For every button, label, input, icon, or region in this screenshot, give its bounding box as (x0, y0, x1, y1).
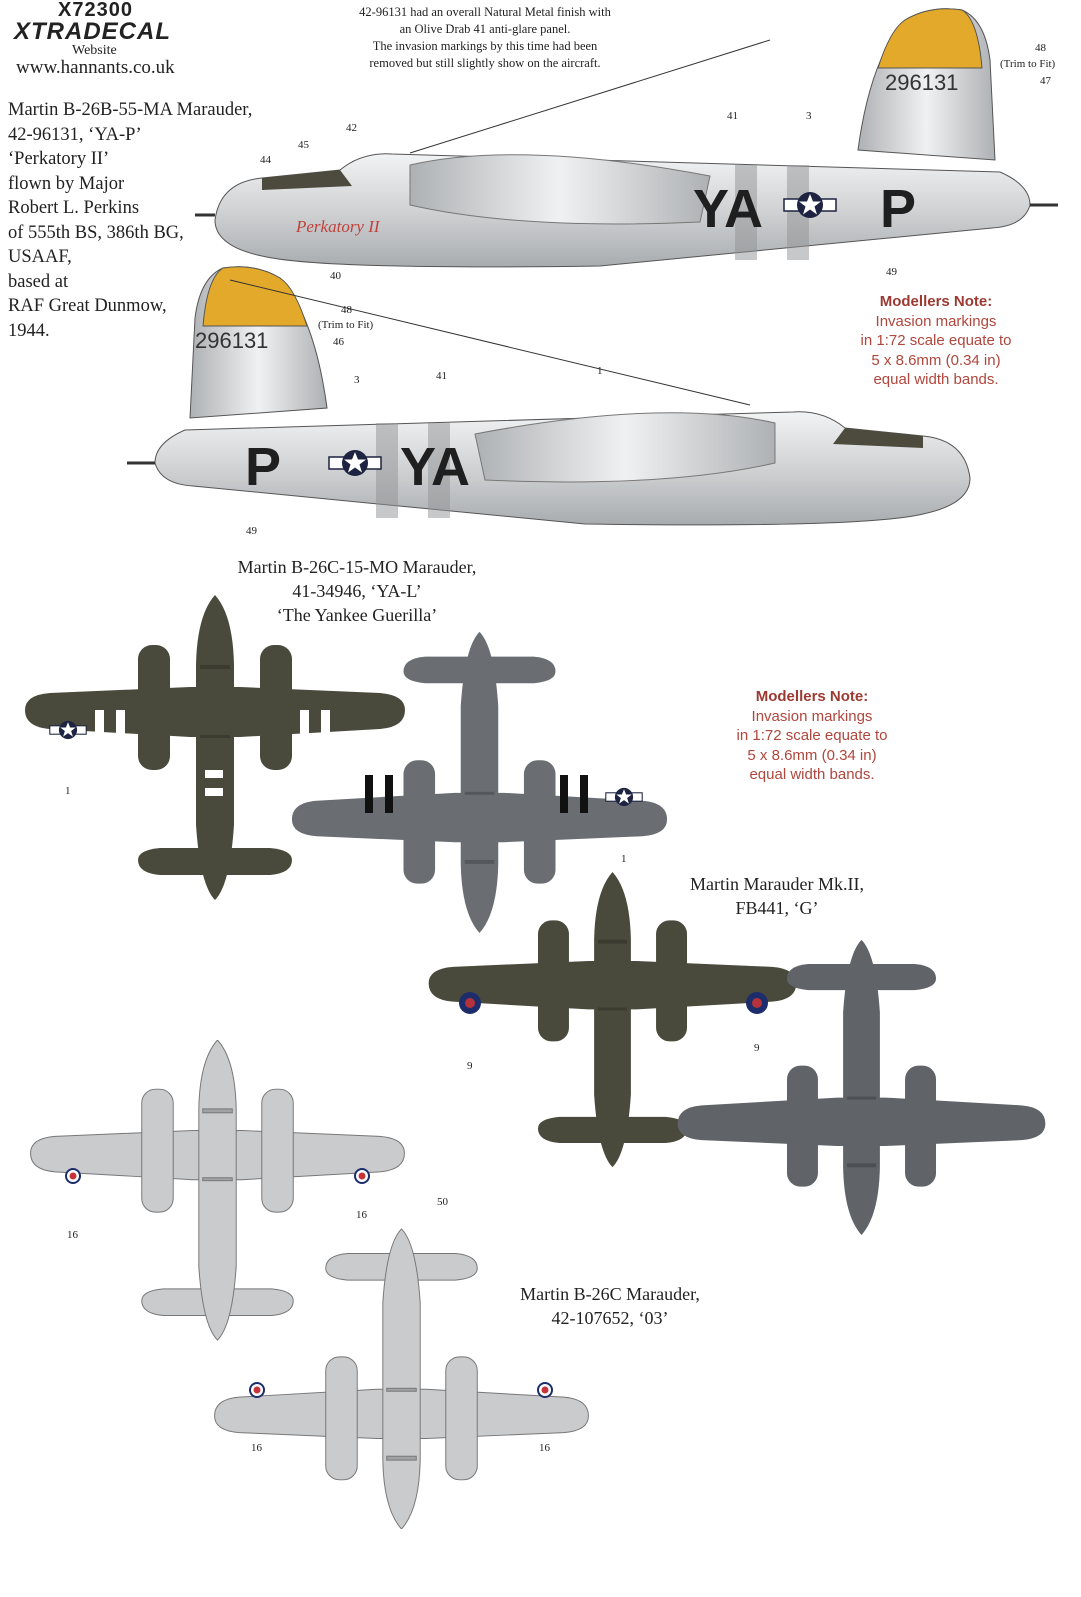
caption-line: Robert L. Perkins (8, 198, 140, 218)
callout: 9 (754, 1042, 760, 1054)
callout: 41 (727, 110, 738, 122)
caption-line: RAF Great Dunmow, (8, 296, 167, 316)
note-line: in 1:72 scale equate to (860, 332, 1012, 349)
fuselage-code-left: YA (693, 179, 763, 239)
callout: 46 (333, 336, 344, 348)
plan-yankee-guerilla-underside (291, 631, 668, 934)
note-line: Invasion markings (751, 707, 873, 725)
callout: 16 (539, 1442, 550, 1454)
plan-yankee-guerilla-top (25, 595, 405, 900)
note-line: in 1:72 scale equate to (736, 727, 888, 744)
callout: 1 (65, 785, 71, 797)
callout: 44 (260, 154, 271, 166)
side-view-bottom: P YA 296131 (127, 266, 971, 526)
caption-line: ‘The Yankee Guerilla’ (276, 605, 438, 625)
aircraft2-caption: Martin B-26C-15-MO Marauder, 41-34946, ‘… (207, 555, 507, 627)
note-line: 5 x 8.6mm (0.34 in) (747, 746, 877, 764)
aircraft1-caption: Martin B-26B-55-MA Marauder, 42-96131, ‘… (8, 98, 252, 343)
callout: 45 (298, 139, 309, 151)
caption-line: FB441, ‘G’ (735, 898, 819, 918)
side-view-top: YA P 296131 Perkatory II (195, 8, 1058, 268)
callout: 3 (806, 110, 812, 122)
caption-line: Martin B-26C-15-MO Marauder, (237, 557, 477, 577)
callout: (Trim to Fit) (318, 319, 374, 331)
caption-line: flown by Major (8, 173, 125, 194)
caption-line: 1944. (8, 320, 50, 341)
caption-line: 42-96131, ‘YA-P’ (8, 124, 142, 145)
brand-logo: XTRADECAL (14, 18, 171, 45)
callout: 3 (354, 374, 360, 386)
callout: 9 (467, 1060, 473, 1072)
callout: 1 (621, 853, 627, 865)
caption-line: Martin B-26B-55-MA Marauder, (8, 100, 253, 120)
caption-line: Martin B-26C Marauder, (520, 1284, 700, 1304)
website-label: Website (72, 43, 117, 58)
finish-note: 42-96131 had an overall Natural Metal fi… (320, 4, 650, 72)
product-code: X72300 (58, 0, 133, 21)
note-line: removed but still slightly show on the a… (369, 56, 601, 70)
callout: 41 (436, 370, 447, 382)
caption-line: Martin Marauder Mk.II, (690, 874, 864, 894)
note-line: equal width bands. (749, 766, 875, 783)
note-line: 42-96131 had an overall Natural Metal fi… (359, 5, 611, 19)
fuselage-code-right: P (880, 179, 916, 239)
caption-line: 41-34946, ‘YA-L’ (292, 581, 422, 601)
modellers-note-2: Modellers Note: Invasion markings in 1:7… (712, 687, 912, 785)
nose-art: Perkatory II (295, 217, 381, 236)
callout: 48 (341, 304, 352, 316)
callout: 48 (1035, 42, 1046, 54)
callout: 40 (330, 270, 341, 282)
tail-serial: 296131 (885, 70, 958, 95)
callout: 42 (346, 122, 357, 134)
callout: 16 (356, 1209, 367, 1221)
aircraft4-caption: Martin B-26C Marauder, 42-107652, ‘03’ (460, 1282, 760, 1330)
note-line: 5 x 8.6mm (0.34 in) (871, 351, 1001, 369)
callout: 49 (246, 525, 257, 537)
fuselage-code-left-2: YA (400, 437, 470, 497)
callout: 50 (437, 1196, 448, 1208)
callout: 16 (67, 1229, 78, 1241)
aircraft3-caption: Martin Marauder Mk.II, FB441, ‘G’ (627, 872, 927, 920)
caption-line: USAAF, (8, 247, 72, 267)
caption-line: based at (8, 271, 69, 292)
tail-serial-2: 296131 (195, 328, 268, 353)
fuselage-code-right-2: P (245, 437, 281, 497)
note-line: an Olive Drab 41 anti-glare panel. (399, 22, 571, 36)
plan-03-top (30, 1040, 405, 1341)
caption-line: ‘Perkatory II’ (8, 149, 110, 169)
callout: (Trim to Fit) (1000, 58, 1056, 70)
callout: 16 (251, 1442, 262, 1454)
callout: 1 (597, 365, 603, 377)
note-line: Invasion markings (875, 312, 997, 330)
note-line: The invasion markings by this time had b… (372, 39, 598, 53)
modellers-note-1: Modellers Note: Invasion markings in 1:7… (836, 292, 1036, 390)
note-title: Modellers Note: (879, 293, 993, 310)
caption-line: 42-107652, ‘03’ (551, 1308, 669, 1328)
note-title: Modellers Note: (755, 688, 869, 705)
plan-03-underside (214, 1228, 589, 1529)
callout: 47 (1040, 75, 1051, 87)
caption-line: of 555th BS, 386th BG, (8, 222, 184, 243)
note-line: equal width bands. (873, 371, 999, 388)
callout: 49 (886, 266, 897, 278)
website-url[interactable]: www.hannants.co.uk (16, 57, 175, 78)
